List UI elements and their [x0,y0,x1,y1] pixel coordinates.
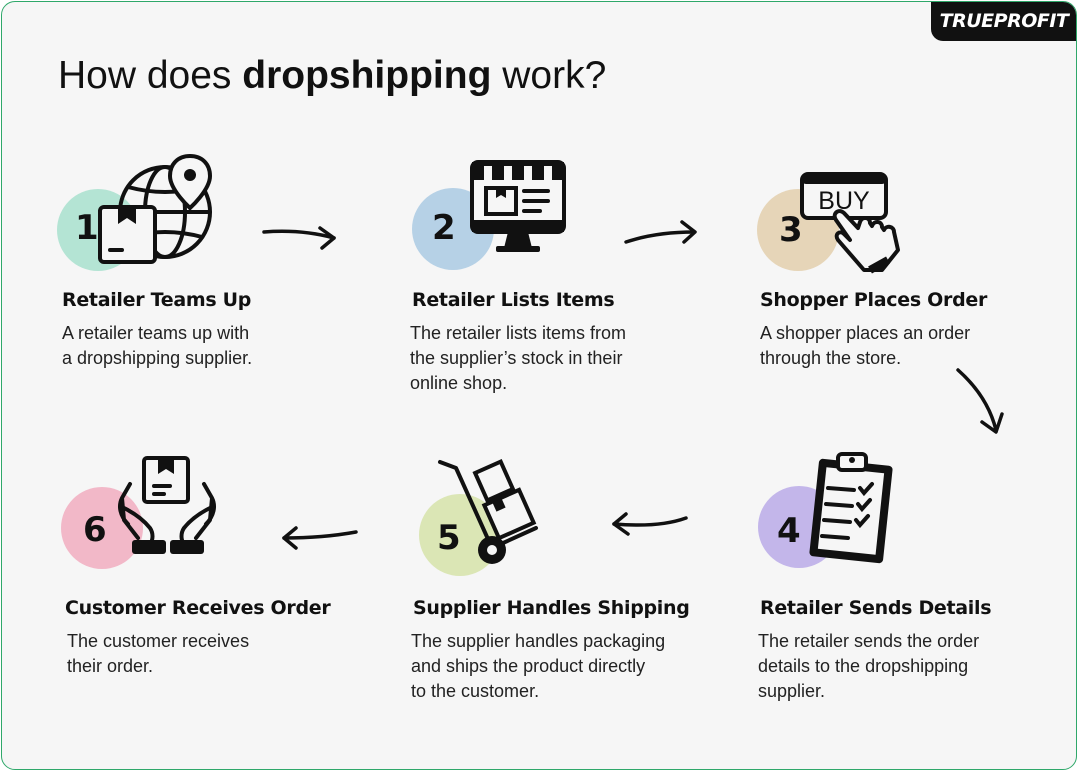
arrow-4-to-5 [612,512,688,536]
step-3-title: Shopper Places Order [760,289,988,311]
page-title: How does dropshipping work? [58,54,607,97]
hand-truck-boxes-icon [438,458,538,564]
buy-label: BUY [818,187,870,215]
arrow-3-to-4 [956,368,1004,434]
buy-button-hand-icon: BUY [800,172,900,274]
step-5-number: 5 [437,518,461,558]
step-2-title: Retailer Lists Items [412,289,615,311]
globe-package-icon [98,153,213,264]
step-6-title: Customer Receives Order [65,597,331,619]
hands-receiving-box-icon [118,456,216,554]
step-3-number: 3 [779,210,803,250]
step-4-number: 4 [777,511,801,551]
storefront-monitor-icon [470,160,566,252]
step-2-number: 2 [432,208,456,248]
step-5-title: Supplier Handles Shipping [413,597,690,619]
step-6-number: 6 [83,510,107,550]
step-1-number: 1 [75,208,99,248]
step-1-title: Retailer Teams Up [62,289,252,311]
arrow-1-to-2 [262,226,336,250]
clipboard-checklist-icon [809,452,893,564]
arrow-5-to-6 [282,526,358,550]
trueprofit-logo: TRUEPROFIT [931,2,1076,41]
arrow-2-to-3 [624,220,697,244]
step-4-title: Retailer Sends Details [760,597,992,619]
